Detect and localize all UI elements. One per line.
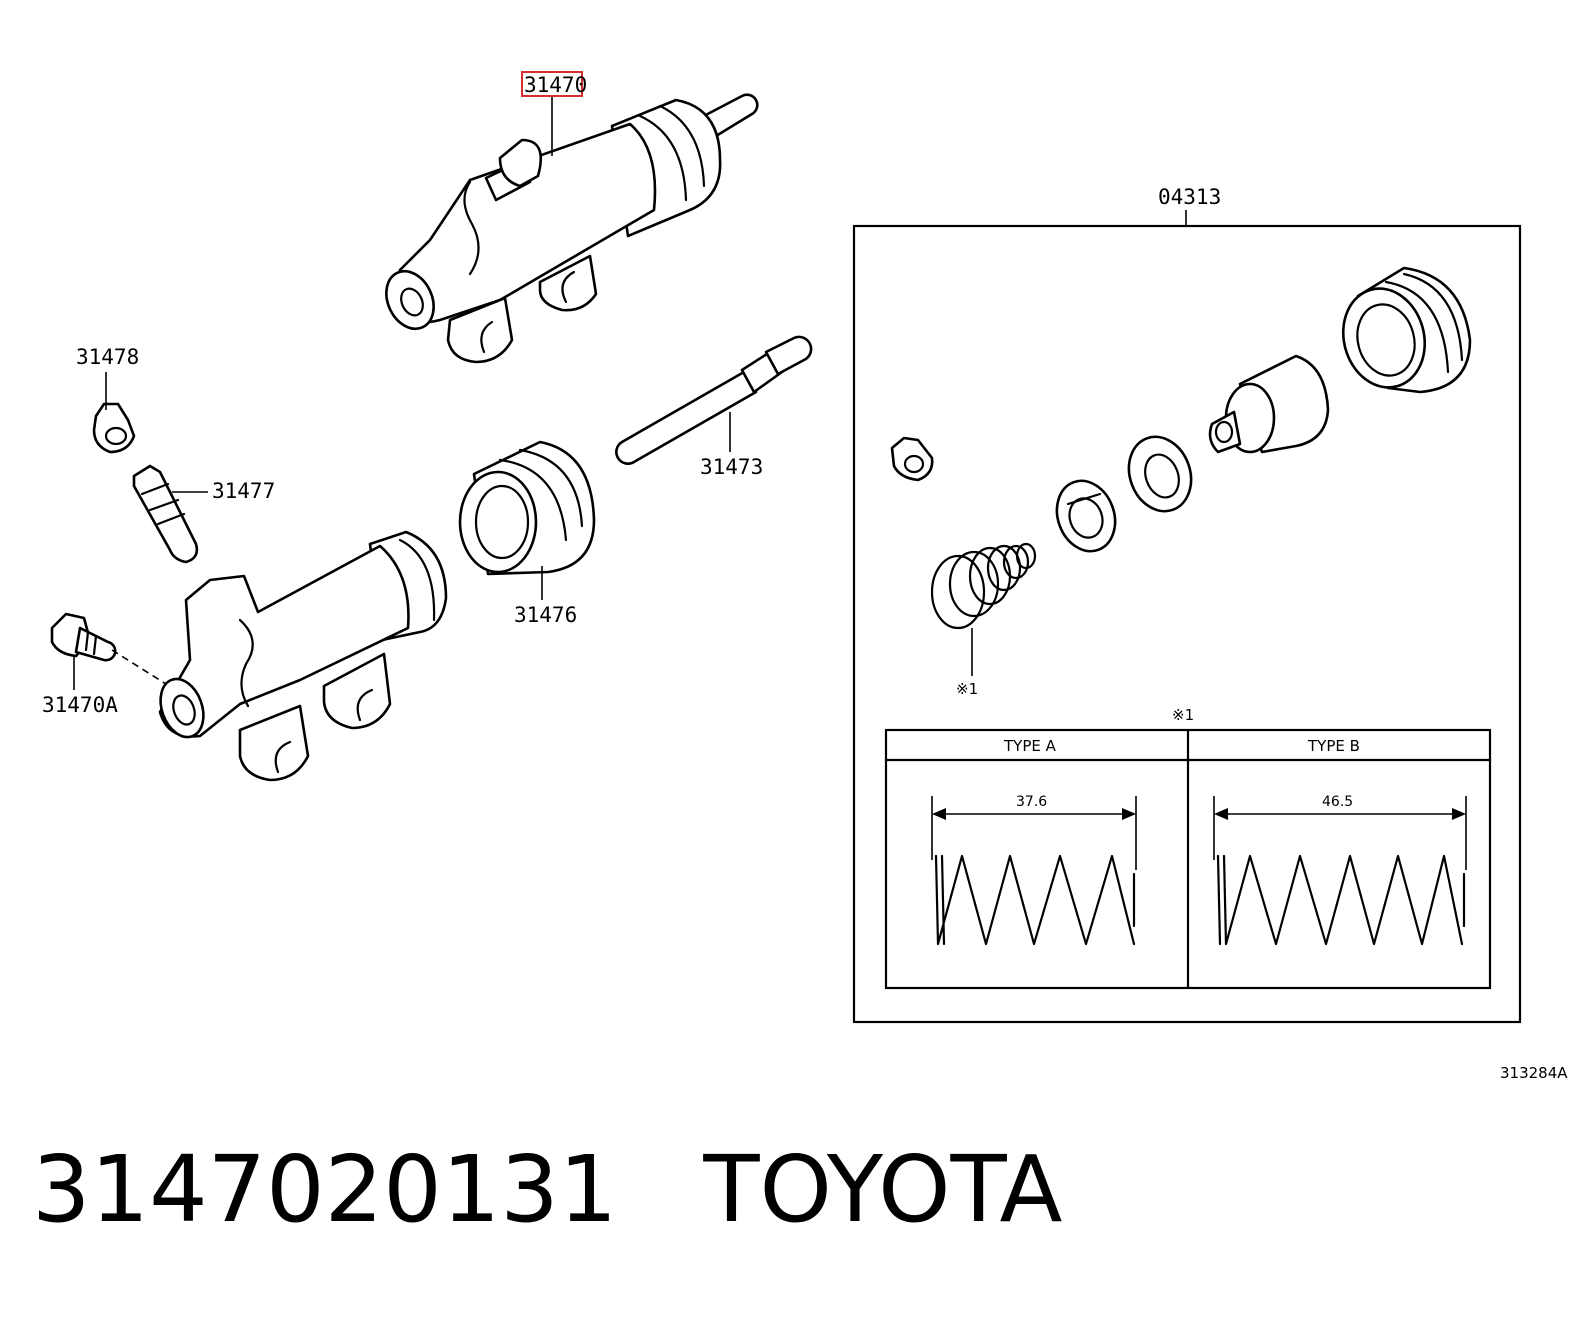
kit-boot-drawing bbox=[1341, 266, 1472, 394]
figure-code: 313284A bbox=[1500, 1064, 1568, 1082]
type-a-header: TYPE A bbox=[1003, 737, 1057, 755]
part-number: 3147020131 bbox=[32, 1136, 618, 1243]
bolt-drawing bbox=[50, 612, 167, 685]
push-rod-drawing bbox=[615, 335, 813, 465]
boot-drawing bbox=[458, 440, 596, 576]
dim-a-value: 37.6 bbox=[1016, 794, 1047, 810]
spring-note: ※1 bbox=[956, 680, 978, 698]
kit-seal-drawing bbox=[1055, 479, 1117, 553]
label-31477: 31477 bbox=[212, 479, 275, 503]
dimension-a bbox=[931, 796, 1137, 870]
assembled-cylinder-drawing bbox=[385, 93, 759, 364]
spring-type-table bbox=[884, 728, 1492, 990]
bleeder-cap-drawing bbox=[92, 402, 136, 454]
spring-a-drawing bbox=[934, 854, 1136, 946]
label-31473: 31473 bbox=[700, 455, 763, 479]
type-b-header: TYPE B bbox=[1307, 737, 1360, 755]
label-31470: 31470 bbox=[524, 73, 587, 97]
part-caption: 3147020131 TOYOTA bbox=[32, 1135, 1063, 1245]
spring-b-drawing bbox=[1216, 854, 1466, 946]
label-31470A: 31470A bbox=[42, 693, 118, 717]
kit-cup-drawing bbox=[1127, 435, 1193, 513]
dimension-b bbox=[1213, 796, 1467, 870]
dim-b-value: 46.5 bbox=[1322, 794, 1353, 810]
label-31476: 31476 bbox=[514, 603, 577, 627]
kit-spring-drawing bbox=[930, 542, 1037, 630]
highlight-box bbox=[521, 71, 583, 97]
kit-frame bbox=[852, 224, 1522, 1024]
brand-name: TOYOTA bbox=[703, 1136, 1063, 1243]
kit-cap-drawing bbox=[890, 436, 934, 482]
table-note: ※1 bbox=[1172, 706, 1194, 724]
kit-piston-drawing bbox=[1208, 354, 1330, 454]
bleeder-plug-drawing bbox=[132, 464, 199, 564]
cylinder-body-drawing bbox=[158, 530, 448, 782]
label-04313: 04313 bbox=[1158, 185, 1221, 209]
label-31478: 31478 bbox=[76, 345, 139, 369]
